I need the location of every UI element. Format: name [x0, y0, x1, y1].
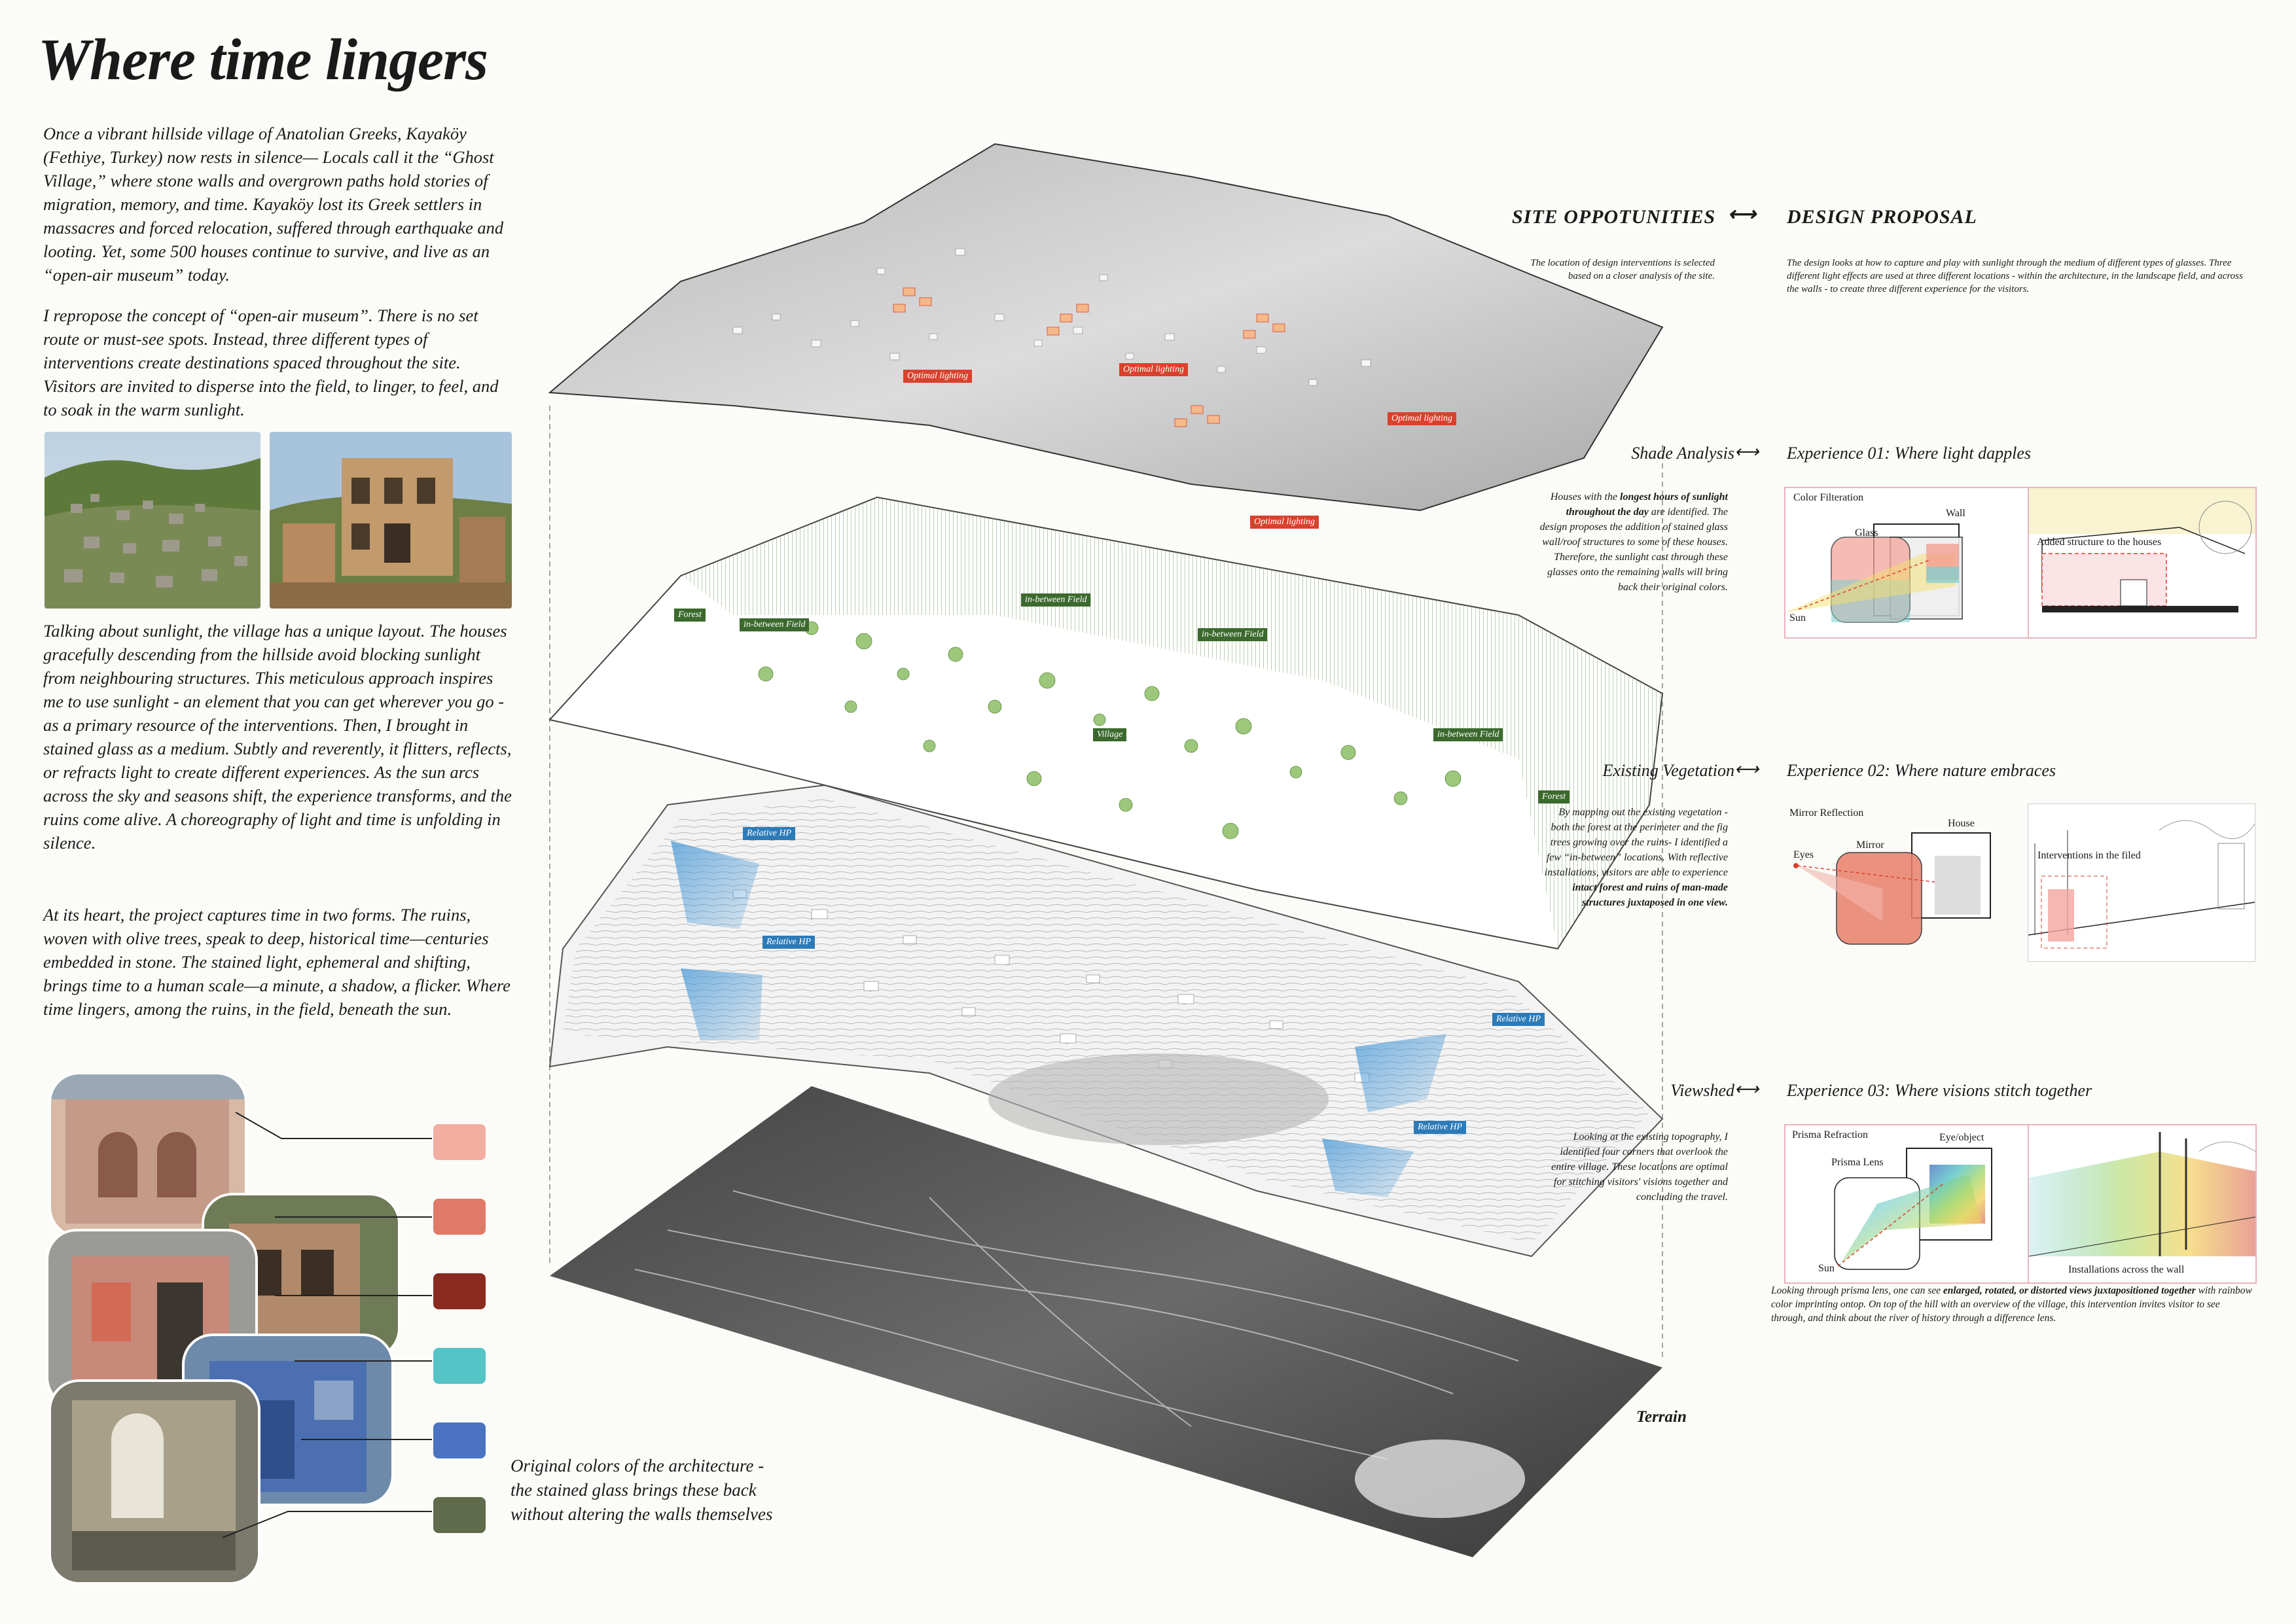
- color-swatch-3: [433, 1273, 486, 1309]
- panel1-sun-label: Sun: [1789, 612, 1806, 624]
- tag-relative-hp-4: Relative HP: [1414, 1121, 1467, 1134]
- panel2-right-label: Interventions in the filed: [2037, 850, 2141, 861]
- panel2-title: Mirror Reflection: [1789, 807, 1864, 819]
- arrow-shade: ⟷: [1734, 442, 1759, 461]
- arrow-viewshed: ⟷: [1734, 1080, 1759, 1099]
- label-experience-02: Experience 02: Where nature embraces: [1787, 761, 2056, 780]
- panel2-mirror-label: Mirror: [1856, 839, 1884, 851]
- panel-prisma-refraction: Prisma Refraction Prisma Lens Eye/object…: [1784, 1124, 2029, 1284]
- village-photo-hillside: [45, 432, 260, 609]
- shade-layer: [548, 143, 1664, 512]
- intro-paragraph-2: I repropose the concept of “open-air mus…: [43, 306, 499, 419]
- header-left-note: The location of design interventions is …: [1530, 258, 1715, 281]
- panel-added-structure: Added structure to the houses: [2028, 487, 2257, 639]
- label-experience-03: Experience 03: Where visions stitch toge…: [1787, 1081, 2092, 1100]
- terrain-layer: [550, 1086, 1662, 1557]
- note-existing-vegetation: By mapping out the existing vegetation -…: [1544, 807, 1728, 908]
- panel1-glass-label: Glass: [1855, 527, 1878, 538]
- tag-relative-hp-1: Relative HP: [743, 827, 796, 840]
- tag-forest-1: Forest: [674, 609, 706, 622]
- note-shade-analysis: Houses with the longest hours of sunligh…: [1539, 491, 1728, 593]
- panel1-title: Color Filteration: [1793, 492, 1864, 503]
- label-existing-vegetation: Existing Vegetation: [1602, 761, 1734, 780]
- experience-03-caption: Looking through prisma lens, one can see…: [1771, 1285, 2252, 1324]
- label-viewshed: Viewshed: [1670, 1081, 1734, 1100]
- color-swatch-6: [433, 1497, 486, 1533]
- color-swatch-2: [433, 1199, 486, 1235]
- page-title: Where time lingers: [38, 27, 488, 92]
- color-swatch-4: [433, 1348, 486, 1384]
- tag-optimal-lighting-4: Optimal lighting: [1250, 516, 1319, 529]
- tag-in-between-field-2: in-between Field: [1021, 593, 1091, 607]
- panel-mirror-reflection: Mirror Reflection Mirror House Eyes: [1784, 803, 2026, 961]
- village-photo-ruins: [270, 432, 512, 609]
- architecture-photo-collage: [46, 1072, 412, 1590]
- colors-caption: Original colors of the architecture - th…: [511, 1456, 773, 1524]
- panel3-eye-label: Eye/object: [1939, 1132, 1984, 1143]
- tag-in-between-field-3: in-between Field: [1198, 628, 1268, 641]
- header-arrow: ⟷: [1728, 203, 1757, 225]
- layered-site-maps: [548, 143, 1664, 1557]
- panel2-house-label: House: [1948, 818, 1975, 829]
- panel2-eyes-label: Eyes: [1793, 849, 1814, 860]
- tag-optimal-lighting-1: Optimal lighting: [903, 370, 972, 383]
- tag-relative-hp-3: Relative HP: [1492, 1013, 1545, 1026]
- header-site-opportunities: SITE OPPOTUNITIES: [1512, 206, 1716, 228]
- tag-in-between-field-1: in-between Field: [740, 618, 810, 631]
- intro-paragraph-3: Talking about sunlight, the village has …: [43, 621, 512, 853]
- tag-optimal-lighting-3: Optimal lighting: [1388, 412, 1456, 425]
- color-swatch-5: [433, 1422, 486, 1458]
- tag-in-between-field-4: in-between Field: [1433, 728, 1503, 741]
- header-right-note: The design looks at how to capture and p…: [1787, 258, 2243, 294]
- panel-color-filtration: Color Filteration Glass Wall Sun: [1784, 487, 2029, 639]
- header-design-proposal: DESIGN PROPOSAL: [1787, 206, 1977, 228]
- tag-village: Village: [1093, 728, 1127, 741]
- panel-interventions-field: Interventions in the filed: [2028, 803, 2255, 962]
- color-swatch-1: [433, 1124, 486, 1160]
- panel3-right-label: Installations across the wall: [2068, 1264, 2185, 1275]
- intro-paragraph-4: At its heart, the project captures time …: [43, 905, 511, 1019]
- panel1-right-label: Added structure to the houses: [2037, 537, 2162, 548]
- tag-forest-2: Forest: [1538, 790, 1570, 803]
- tag-relative-hp-2: Relative HP: [762, 936, 816, 949]
- intro-paragraph-1: Once a vibrant hillside village of Anato…: [43, 124, 504, 285]
- panel-installations-wall: Installations across the wall: [2028, 1124, 2257, 1284]
- panel3-title: Prisma Refraction: [1792, 1129, 1868, 1140]
- note-viewshed: Looking at the existing topography, I id…: [1551, 1131, 1728, 1203]
- swatch-connector-lines: [222, 1112, 432, 1538]
- panel3-lens-label: Prisma Lens: [1831, 1157, 1884, 1168]
- label-experience-01: Experience 01: Where light dapples: [1787, 444, 2032, 463]
- label-terrain: Terrain: [1636, 1408, 1687, 1426]
- label-shade-analysis: Shade Analysis: [1631, 444, 1734, 463]
- panel3-sun-label: Sun: [1818, 1263, 1835, 1274]
- panel1-wall-label: Wall: [1946, 508, 1965, 519]
- tag-optimal-lighting-2: Optimal lighting: [1119, 363, 1188, 376]
- arrow-vegetation: ⟷: [1734, 760, 1759, 779]
